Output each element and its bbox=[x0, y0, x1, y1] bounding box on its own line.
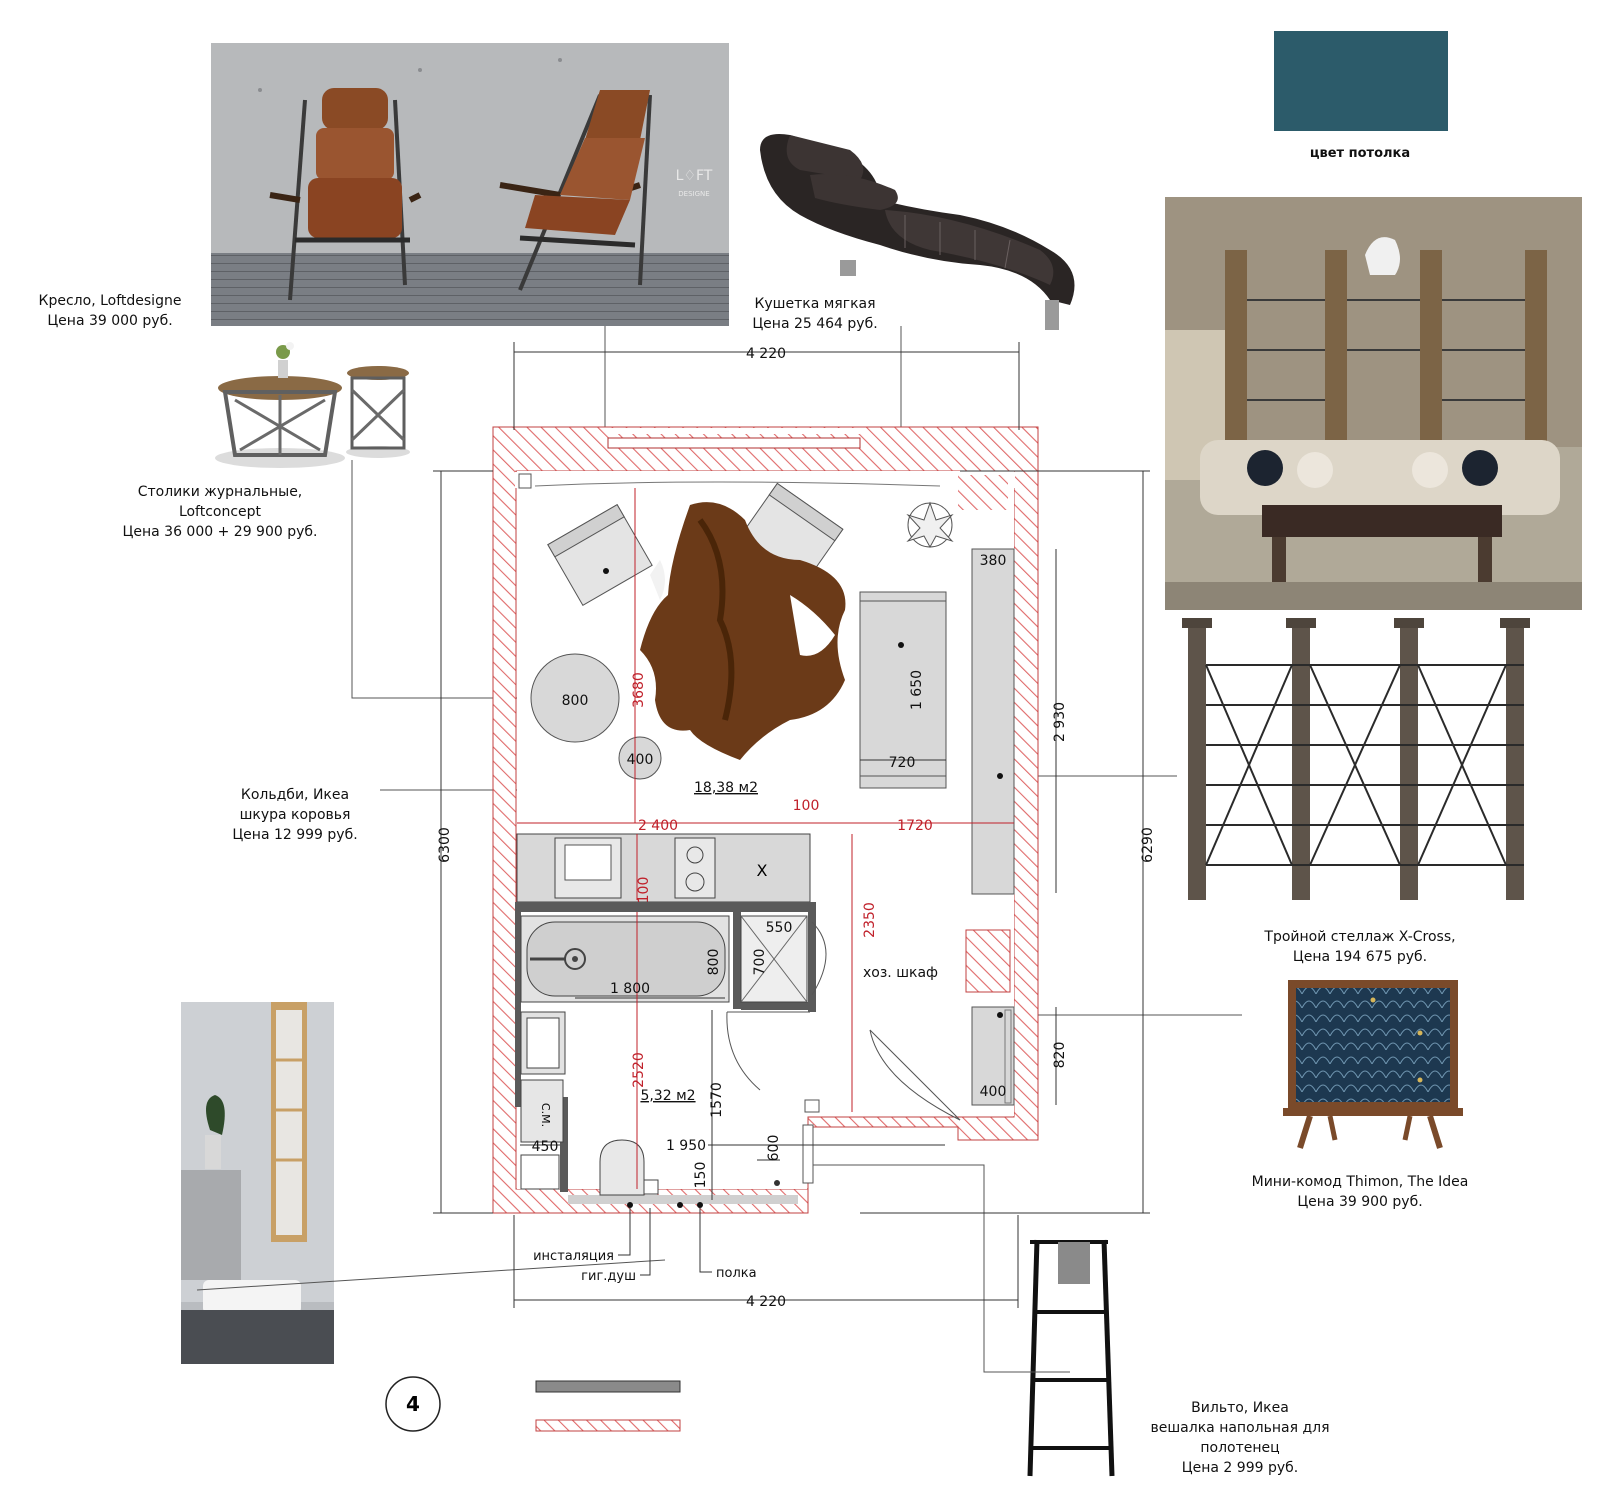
dim-bottom-width: 4 220 bbox=[746, 1294, 786, 1310]
armchair-caption: Кресло, Loftdesigne Цена 39 000 руб. bbox=[38, 293, 182, 329]
mini-dresser-image bbox=[1283, 980, 1463, 1149]
shelving-caption: Тройной стеллаж X-Cross, Цена 194 675 ру… bbox=[1264, 929, 1456, 965]
floor-plan: Х С.М. bbox=[492, 426, 1039, 1214]
living-room-photo bbox=[1165, 197, 1582, 610]
page-number: 4 bbox=[406, 1392, 420, 1416]
dim-sofa-width: 720 bbox=[889, 755, 916, 771]
label-shelf: полка bbox=[716, 1266, 757, 1281]
cowhide-rug bbox=[640, 502, 846, 760]
area-living: 18,38 м2 bbox=[694, 780, 758, 796]
dim-shelf-150: 150 bbox=[693, 1162, 709, 1189]
x-cross-shelving-image bbox=[1182, 618, 1530, 900]
coffee-tables-image bbox=[215, 342, 410, 468]
dim-dresser-height: 820 bbox=[1052, 1042, 1068, 1069]
label-installation: инсталяция bbox=[533, 1249, 614, 1264]
round-table-400 bbox=[618, 736, 662, 780]
dresser-caption: Мини-комод Thimon, The Idea Цена 39 900 … bbox=[1251, 1174, 1469, 1210]
towel-rack-image bbox=[1027, 1239, 1115, 1477]
round-table-800 bbox=[530, 653, 620, 743]
ceiling-color-swatch bbox=[1274, 31, 1448, 131]
bathroom-photo bbox=[181, 1002, 334, 1364]
legend-dark-wall bbox=[535, 1380, 681, 1393]
red-dimension-lines bbox=[517, 488, 1014, 1189]
plant-icon bbox=[906, 501, 954, 549]
rug-caption: Кольдби, Икеа шкура коровья Цена 12 999 … bbox=[232, 787, 358, 843]
shelving-unit bbox=[971, 548, 1015, 895]
dim-tub-length: 1 800 bbox=[610, 981, 650, 997]
armchair-right bbox=[499, 90, 652, 291]
plan-armchair-right bbox=[736, 482, 844, 588]
washing-machine bbox=[520, 1079, 564, 1143]
label-hygienic-shower: гиг.душ bbox=[581, 1269, 636, 1284]
dim-bath-inner: 1 950 bbox=[666, 1138, 706, 1154]
dim-top-width: 4 220 bbox=[746, 346, 786, 362]
dim-bath-height: 1570 bbox=[709, 1082, 725, 1118]
tables-caption: Столики журнальные, Loftconcept Цена 36 … bbox=[122, 484, 318, 540]
dim-closet-red: 2350 bbox=[862, 902, 878, 938]
dim-living-red: 3680 bbox=[631, 672, 647, 708]
dim-sofa-length: 1 650 bbox=[909, 670, 925, 710]
dim-right-height: 6290 bbox=[1140, 827, 1156, 863]
dim-left-height: 6300 bbox=[437, 827, 453, 863]
dim-mid-left: 2 400 bbox=[638, 818, 678, 834]
dim-wc-width: 450 bbox=[532, 1139, 559, 1155]
dim-mid-gap: 100 bbox=[793, 798, 820, 814]
dim-closet-width: 550 bbox=[766, 920, 793, 936]
dim-dresser-width: 400 bbox=[980, 1084, 1007, 1100]
loft-logo: L♢FT bbox=[676, 168, 713, 184]
dim-round-table: 800 bbox=[562, 693, 589, 709]
window-opening bbox=[607, 437, 861, 449]
dimension-lines bbox=[433, 342, 1150, 1308]
sofa bbox=[859, 591, 947, 789]
dim-bath-red: 2520 bbox=[631, 1052, 647, 1088]
dim-closet-depth: 700 bbox=[752, 949, 768, 976]
legend-hatched-wall bbox=[535, 1419, 681, 1432]
dim-niche: 600 bbox=[766, 1135, 782, 1162]
ceiling-color-label: цвет потолка bbox=[1309, 146, 1411, 161]
dim-tub-width: 800 bbox=[706, 949, 722, 976]
chaise-lounge-image bbox=[760, 134, 1075, 330]
armchair-left bbox=[269, 88, 422, 301]
area-bath: 5,32 м2 bbox=[640, 1088, 695, 1104]
dim-mid-right: 1720 bbox=[897, 818, 933, 834]
chaise-caption: Кушетка мягкая Цена 25 464 руб. bbox=[752, 296, 878, 332]
svg-text:С.М.: С.М. bbox=[539, 1103, 552, 1127]
dim-shelf-length: 2 930 bbox=[1052, 702, 1068, 742]
closet-label: хоз. шкаф bbox=[863, 965, 938, 981]
page-number-circle bbox=[385, 1376, 441, 1432]
plan-armchair-left bbox=[547, 504, 653, 606]
towel-rack-caption: Вильто, Икеа вешалка напольная для полот… bbox=[1150, 1400, 1330, 1476]
armchairs-photo: L♢FT DESIGNE bbox=[211, 43, 729, 326]
dim-kitchen-red: 100 bbox=[636, 877, 652, 904]
x-mark: Х bbox=[757, 861, 768, 880]
loft-logo-sub: DESIGNE bbox=[678, 190, 709, 198]
dim-shelf-depth: 380 bbox=[980, 553, 1007, 569]
dim-small-table: 400 bbox=[627, 752, 654, 768]
dresser bbox=[971, 1006, 1015, 1106]
